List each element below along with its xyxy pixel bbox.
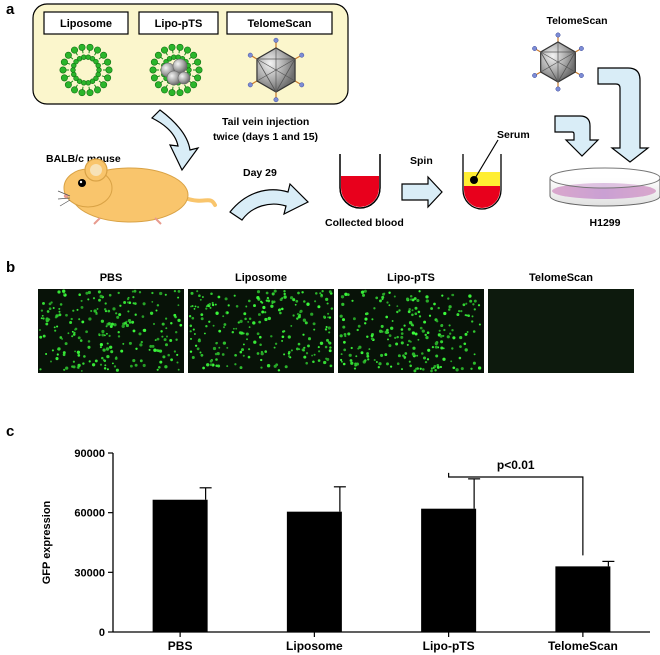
micrograph-lipo-pts: Lipo-pTS xyxy=(338,272,484,373)
bar-pbs xyxy=(152,499,208,632)
virus-to-dish-arrow xyxy=(597,67,650,163)
telomescan-virus-icon-right xyxy=(532,32,584,92)
y-tick-label: 0 xyxy=(99,627,105,639)
micrograph-pbs: PBS xyxy=(38,272,184,373)
serum-label: Serum xyxy=(497,129,530,141)
x-tick-label: TelomeScan xyxy=(548,639,618,653)
panel-a-letter: a xyxy=(6,1,15,18)
mouse-icon xyxy=(57,158,217,225)
liposome-label-box xyxy=(43,11,129,35)
blood-label: Collected blood xyxy=(325,217,404,229)
micrograph-row: PBS Liposome Lipo-pTS TelomeScan xyxy=(38,272,634,373)
bar-lipo-pts xyxy=(421,508,477,632)
y-axis-label: GFP expression xyxy=(41,500,53,584)
micrograph-liposome: Liposome xyxy=(188,272,334,373)
spin-label: Spin xyxy=(410,155,433,167)
micrograph-label: PBS xyxy=(100,272,123,284)
mouse-label: BALB/c mouse xyxy=(46,153,121,165)
spin-arrow xyxy=(401,175,443,209)
micrograph-telomescan: TelomeScan xyxy=(488,272,634,373)
significance-label: p<0.01 xyxy=(497,458,535,472)
bar-telomescan xyxy=(555,566,611,632)
injection-arrow xyxy=(150,109,200,172)
telomescan-label-box xyxy=(226,11,333,35)
cell-label: H1299 xyxy=(590,217,621,229)
micrograph-label: TelomeScan xyxy=(529,272,593,284)
x-tick-label: PBS xyxy=(168,639,193,653)
y-tick-label: 30000 xyxy=(74,567,105,579)
micrograph-label: Lipo-pTS xyxy=(387,272,435,284)
significance-bracket xyxy=(448,472,584,556)
telomescan-box-label: TelomeScan xyxy=(248,18,312,30)
blood-tube-icon xyxy=(339,154,381,209)
cell-dish-icon xyxy=(549,167,660,207)
x-tick-label: Lipo-pTS xyxy=(423,639,475,653)
pts-plasmid-icon xyxy=(160,58,191,86)
lipo-pts-label: Lipo-pTS xyxy=(155,18,203,30)
liposome-icon xyxy=(59,43,113,97)
lipo-pts-label-box xyxy=(138,11,219,35)
telomescan-virus-icon xyxy=(247,37,305,103)
day-label: Day 29 xyxy=(243,167,277,179)
y-tick-label: 90000 xyxy=(74,448,105,460)
bar-liposome xyxy=(286,511,342,632)
panel-c-letter: c xyxy=(6,423,14,440)
injection-line2: twice (days 1 and 15) xyxy=(213,131,318,143)
y-tick-label: 60000 xyxy=(74,508,105,520)
serum-tube-icon xyxy=(462,139,502,210)
serum-to-dish-arrow xyxy=(554,115,600,157)
formulation-labels: Liposome Lipo-pTS TelomeScan xyxy=(43,11,333,35)
injection-line1: Tail vein injection xyxy=(222,116,309,128)
virus-label: TelomeScan xyxy=(546,15,607,27)
liposome-label: Liposome xyxy=(60,18,112,30)
x-tick-label: Liposome xyxy=(286,639,343,653)
panel-b: b PBS Liposome Lipo-pTS TelomeScan xyxy=(6,259,634,373)
day29-arrow xyxy=(229,182,310,221)
panel-b-letter: b xyxy=(6,259,15,276)
panel-a: a Liposome Lipo-pTS TelomeScan Tail vein… xyxy=(6,1,660,229)
micrograph-label: Liposome xyxy=(235,272,287,284)
